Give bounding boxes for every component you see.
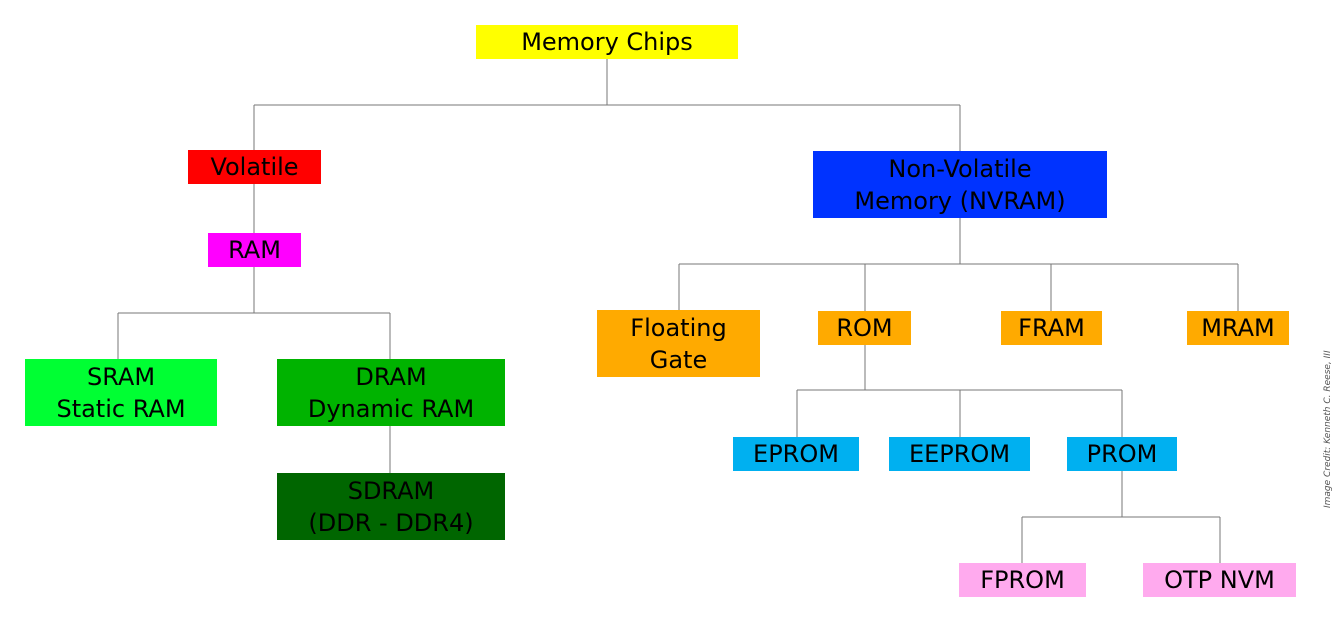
node-eeprom: EEPROM [889, 437, 1030, 471]
node-label-line: PROM [1086, 440, 1158, 468]
node-sram: SRAM Static RAM [25, 359, 217, 426]
node-label-line: Volatile [210, 153, 299, 181]
node-label-line: ROM [836, 314, 893, 342]
node-label-line: Gate [649, 345, 708, 374]
node-otp-nvm: OTP NVM [1143, 563, 1296, 597]
node-label-line: Memory (NVRAM) [854, 186, 1066, 215]
node-label-line: Memory Chips [521, 28, 693, 56]
node-fprom: FPROM [959, 563, 1086, 597]
node-label-line: Floating [630, 313, 727, 342]
node-label-line: (DDR - DDR4) [308, 508, 474, 537]
node-label-line: RAM [228, 236, 281, 264]
node-label-line: DRAM [355, 362, 427, 391]
node-ram: RAM [208, 233, 301, 267]
node-rom: ROM [818, 311, 911, 345]
node-fram: FRAM [1001, 311, 1102, 345]
node-label-line: MRAM [1201, 314, 1275, 342]
node-label-line: Non-Volatile [888, 154, 1032, 183]
node-mram: MRAM [1187, 311, 1289, 345]
node-dram: DRAM Dynamic RAM [277, 359, 505, 426]
node-label-line: FRAM [1018, 314, 1085, 342]
node-label-line: EEPROM [908, 440, 1011, 468]
node-label-line: SDRAM [347, 476, 435, 505]
node-eprom: EPROM [733, 437, 859, 471]
node-sdram: SDRAM (DDR - DDR4) [277, 473, 505, 540]
node-label-line: FPROM [980, 566, 1065, 594]
node-label-line: OTP NVM [1164, 566, 1275, 594]
node-label-line: Static RAM [56, 394, 186, 423]
node-memory-chips: Memory Chips [476, 25, 738, 59]
image-credit: Image Credit: Kenneth C. Reese, III [1323, 350, 1333, 508]
node-label-line: SRAM [86, 362, 156, 391]
node-label-line: Dynamic RAM [307, 394, 475, 423]
node-label-line: EPROM [753, 440, 839, 468]
node-prom: PROM [1067, 437, 1177, 471]
node-volatile: Volatile [188, 150, 321, 184]
